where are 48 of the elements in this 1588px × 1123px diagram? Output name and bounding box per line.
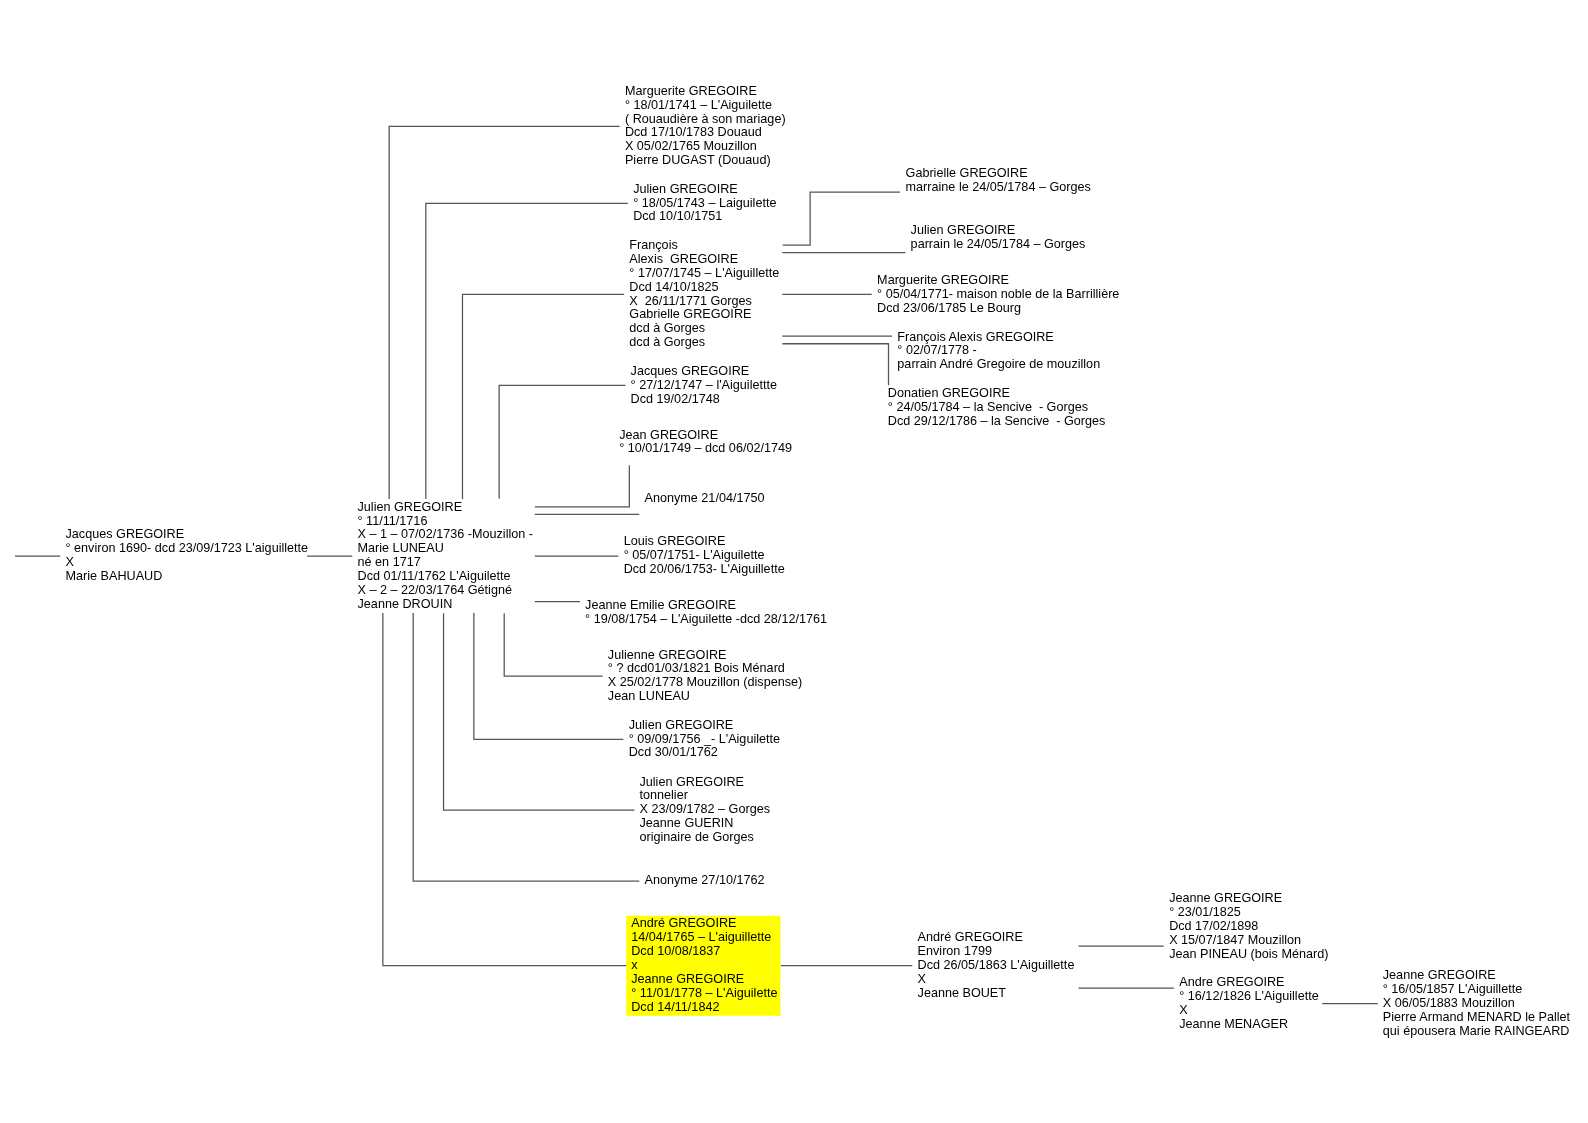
node-text: Marguerite GREGOIRE ° 05/04/1771- maison noble de la Barrillière Dcd 23/06/1785 Le Bourg — [876, 272, 1119, 315]
connector — [498, 384, 626, 500]
node-text: Marguerite GREGOIRE ° 18/01/1741 – L'Aiguilette ( Rouaudière à son mariage) Dcd 17/10/1783 Douaud X 05/02/1765 Mouzillon Pierre DUGAST (Douaud) — [624, 83, 786, 168]
connector — [461, 293, 625, 500]
node-text: Julien GREGOIRE ° 09/09/1756 _- L'Aiguilette Dcd 30/01/1762 — [628, 717, 780, 760]
node-text: Julien GREGOIRE ° 11/11/1716 X – 1 – 07/02/1736 -Mouzillon - Marie LUNEAU né en 1717 Dcd 01/11/1762 L'Aiguilette X – 2 – 22/03/1764 Gétigné Jeanne DROUIN — [357, 499, 533, 611]
connector — [781, 191, 901, 246]
node-text: François Alexis GREGOIRE ° 02/07/1778 - parrain André Gregoire de mouzillon — [896, 329, 1100, 372]
connector — [13, 555, 61, 557]
node-text: Julienne GREGOIRE ° ? dcd01/03/1821 Bois Ménard X 25/02/1778 Mouzillon (dispense) Jean LUNEAU — [607, 647, 802, 704]
node-box: André GREGOIRE 14/04/1765 – L'aiguillette Dcd 10/08/1837 x Jeanne GREGOIRE ° 11/01/1778 – L'Aiguilette Dcd 14/11/1842 — [625, 915, 780, 1016]
node-text: Anonyme 27/10/1762 — [644, 873, 765, 888]
node-text: Jeanne Emilie GREGOIRE ° 19/08/1754 – L'Aiguilette -dcd 28/12/1761 — [584, 598, 827, 627]
connector — [781, 252, 906, 254]
node-text: Donatien GREGOIRE ° 24/05/1784 – la Sencive - Gorges Dcd 29/12/1786 – la Sencive - Gorges — [887, 386, 1105, 429]
node-text: Jean GREGOIRE ° 10/01/1749 – dcd 06/02/1749 — [618, 427, 792, 456]
connector — [1077, 987, 1175, 989]
node-text: Andre GREGOIRE ° 16/12/1826 L'Aiguillette X Jeanne MENAGER — [1178, 974, 1319, 1031]
node-text: Jeanne GREGOIRE ° 23/01/1825 Dcd 17/02/1898 X 15/07/1847 Mouzillon Jean PINEAU (bois Ménard) — [1168, 890, 1328, 961]
node-text: François Alexis GREGOIRE ° 17/07/1745 – L'Aiguillette Dcd 14/10/1825 X 26/11/1771 Gorges Gabrielle GREGOIRE dcd à Gorges dcd à Gorges — [628, 237, 779, 350]
connector — [1077, 945, 1164, 947]
connector — [781, 335, 893, 337]
node-text: Julien GREGOIRE parrain le 24/05/1784 – Gorges — [910, 222, 1085, 251]
node-text: Jacques GREGOIRE ° environ 1690- dcd 23/09/1723 L'aiguillette X Marie BAHUAUD — [65, 527, 308, 584]
node-text: Jeanne GREGOIRE ° 16/05/1857 L'Aiguillette X 06/05/1883 Mouzillon Pierre Armand MENARD le Pallet qui épousera Marie RAINGEARD — [1382, 967, 1570, 1038]
connector — [533, 464, 630, 508]
connector — [503, 612, 603, 677]
connector — [781, 343, 889, 386]
connector — [533, 601, 581, 603]
connector — [442, 612, 635, 811]
node-text: Anonyme 21/04/1750 — [644, 491, 765, 506]
node-text: Gabrielle GREGOIRE marraine le 24/05/1784 – Gorges — [905, 165, 1091, 194]
node-text: Julien GREGOIRE tonnelier X 23/09/1782 – Gorges Jeanne GUERIN originaire de Gorges — [638, 774, 770, 845]
connector — [424, 202, 628, 500]
connector — [388, 125, 620, 500]
node-text: André GREGOIRE Environ 1799 Dcd 26/05/1863 L'Aiguillette X Jeanne BOUET — [917, 930, 1074, 1000]
connector — [1321, 1003, 1378, 1005]
connector — [472, 612, 624, 741]
node-text: Louis GREGOIRE ° 05/07/1751- L'Aiguilette Dcd 20/06/1753- L'Aiguillette — [623, 534, 785, 577]
connector — [533, 513, 640, 516]
connector — [306, 555, 353, 557]
connector — [779, 965, 913, 967]
node-text: Julien GREGOIRE ° 18/05/1743 – Laiguilette Dcd 10/10/1751 — [632, 181, 776, 224]
connector — [381, 612, 627, 967]
node-text: Jacques GREGOIRE ° 27/12/1747 – l'Aiguilettte Dcd 19/02/1748 — [630, 363, 777, 406]
connector — [781, 293, 872, 296]
connector — [533, 555, 619, 557]
connector — [412, 612, 640, 882]
